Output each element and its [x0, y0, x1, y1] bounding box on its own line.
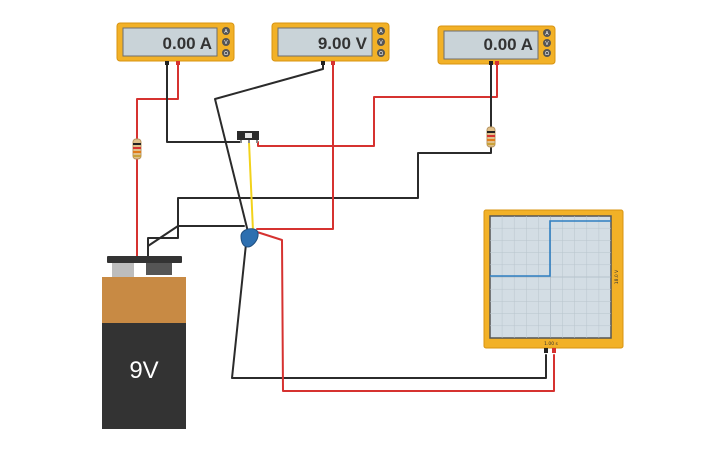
resistor-band	[487, 135, 495, 137]
resistor-band	[133, 155, 141, 157]
battery-terminal-positive[interactable]	[112, 263, 134, 277]
mode-button-v-label: V	[379, 40, 383, 46]
ammeter-left[interactable]: 0.00 A A V Ω	[116, 22, 235, 65]
terminal-red[interactable]	[495, 61, 499, 65]
wire-black-voltmeter-to-capacitor[interactable]	[214, 63, 324, 233]
mode-button-ohm[interactable]	[222, 49, 230, 57]
mode-button-v[interactable]	[377, 38, 385, 46]
mode-button-ohm[interactable]	[377, 49, 385, 57]
mode-button-ohm-label: Ω	[379, 51, 383, 57]
wires	[136, 63, 555, 392]
scope-x-scale-label: 1.00 s	[544, 341, 558, 347]
slide-switch[interactable]	[237, 131, 259, 143]
switch-slider[interactable]	[245, 133, 252, 138]
resistor-right[interactable]	[486, 126, 496, 148]
battery-top	[102, 277, 186, 323]
wire-red-voltmeter-to-capacitor[interactable]	[256, 63, 334, 230]
mode-button-v-label: V	[224, 40, 228, 46]
meter-mode-buttons: A V Ω	[377, 27, 385, 57]
switch-pin	[248, 140, 250, 143]
mode-button-v[interactable]	[543, 39, 551, 47]
mode-button-ohm-label: Ω	[545, 51, 549, 57]
oscilloscope[interactable]: 18.0 V 1.00 s	[483, 209, 624, 353]
scope-terminal-red[interactable]	[552, 348, 556, 353]
meter-reading: 9.00 V	[318, 34, 368, 53]
capacitor-body	[240, 228, 259, 248]
ammeter-right[interactable]: 0.00 A A V Ω	[437, 25, 556, 65]
switch-pin	[256, 140, 258, 143]
wire-black-battery-to-capacitor[interactable]	[147, 225, 245, 247]
battery-label: 9V	[129, 357, 158, 384]
meter-reading: 0.00 A	[163, 34, 212, 53]
meter-screen	[443, 30, 539, 60]
battery-9v[interactable]: 9V	[102, 256, 186, 429]
scope-terminal-black[interactable]	[544, 348, 548, 353]
resistor-band	[487, 143, 495, 145]
capacitor[interactable]	[240, 228, 259, 248]
resistor-band	[487, 131, 495, 133]
wire-red-switch-to-ammeter-right[interactable]	[257, 63, 498, 147]
meter-screen	[122, 27, 218, 57]
switch-pin	[240, 140, 242, 143]
voltmeter-center[interactable]: 9.00 V A V Ω	[271, 22, 390, 65]
wire-black-capacitor-to-scope[interactable]	[231, 243, 547, 379]
wire-red-ammeter-left-to-resistor[interactable]	[136, 63, 179, 141]
wire-red-capacitor-to-scope[interactable]	[256, 231, 555, 392]
battery-body	[102, 323, 186, 429]
terminal-black[interactable]	[489, 61, 493, 65]
resistor-band	[133, 143, 141, 145]
mode-button-a[interactable]	[377, 27, 385, 35]
resistor-left[interactable]	[132, 138, 142, 160]
resistor-band	[133, 147, 141, 149]
mode-button-a[interactable]	[222, 27, 230, 35]
mode-button-ohm-label: Ω	[224, 51, 228, 57]
mode-button-a-label: A	[379, 29, 383, 35]
meter-mode-buttons: A V Ω	[222, 27, 230, 57]
terminal-black[interactable]	[321, 61, 325, 65]
battery-terminal-negative[interactable]	[146, 263, 172, 275]
wire-black-resistor-to-battery[interactable]	[147, 145, 492, 257]
wire-yellow-switch-to-capacitor[interactable]	[248, 141, 254, 232]
mode-button-a[interactable]	[543, 29, 551, 37]
terminal-red[interactable]	[176, 61, 180, 65]
meter-reading: 0.00 A	[484, 35, 533, 54]
battery-cap	[107, 256, 182, 263]
resistor-band	[133, 151, 141, 153]
wire-black-ammeter-left-to-switch[interactable]	[166, 63, 241, 143]
terminal-red[interactable]	[331, 61, 335, 65]
mode-button-v-label: V	[545, 41, 549, 47]
mode-button-a-label: A	[224, 29, 228, 35]
terminal-black[interactable]	[165, 61, 169, 65]
mode-button-ohm[interactable]	[543, 49, 551, 57]
scope-y-scale-label: 18.0 V	[614, 269, 620, 284]
scope-trace	[490, 220, 611, 277]
resistor-band	[487, 139, 495, 141]
meter-mode-buttons: A V Ω	[543, 29, 551, 57]
meter-screen	[277, 27, 373, 57]
mode-button-v[interactable]	[222, 38, 230, 46]
mode-button-a-label: A	[545, 31, 549, 37]
